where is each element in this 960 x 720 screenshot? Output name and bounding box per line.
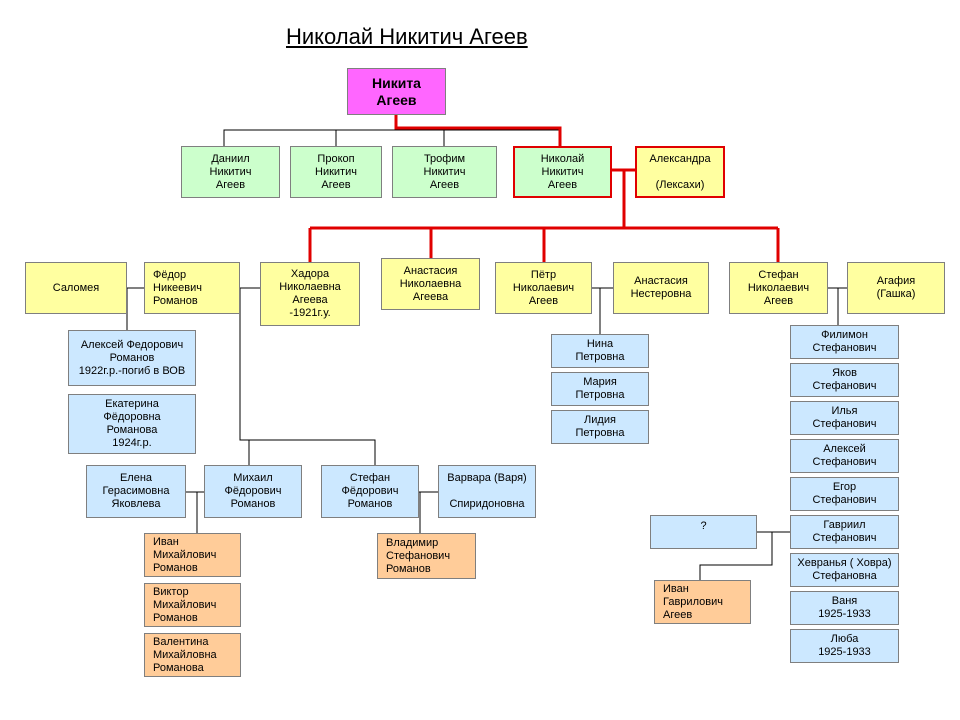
- person-anastasia-nesterovna: Анастасия Нестеровна: [613, 262, 709, 314]
- person-aleksei-fedorovich: Алексей Федорович Романов 1922г.р.-погиб…: [68, 330, 196, 386]
- person-lyuba: Люба 1925-1933: [790, 629, 899, 663]
- person-ilya: Илья Стефанович: [790, 401, 899, 435]
- person-anastasia-nikolaevna: Анастасия Николаевна Агеева: [381, 258, 480, 310]
- black-connectors: [126, 129, 847, 580]
- person-nikita-ageev: Никита Агеев: [347, 68, 446, 115]
- person-vladimir: Владимир Стефанович Романов: [377, 533, 476, 579]
- person-elena: Елена Герасимовна Яковлева: [86, 465, 186, 518]
- person-ivan-mikhailovich: Иван Михайлович Романов: [144, 533, 241, 577]
- person-mikhail: Михаил Фёдорович Романов: [204, 465, 302, 518]
- person-stefan-fedorovich: Стефан Фёдорович Романов: [321, 465, 419, 518]
- person-salomeya: Саломея: [25, 262, 127, 314]
- person-stefan-nikolaevich: Стефан Николаевич Агеев: [729, 262, 828, 314]
- person-aleksei-stefanovich: Алексей Стефанович: [790, 439, 899, 473]
- person-nikolai: Николай Никитич Агеев: [513, 146, 612, 198]
- person-aleksandra: Александра (Лексахи): [635, 146, 725, 198]
- person-filimon: Филимон Стефанович: [790, 325, 899, 359]
- person-petr: Пётр Николаевич Агеев: [495, 262, 592, 314]
- person-ivan-gavrilovich: Иван Гаврилович Агеев: [654, 580, 751, 624]
- person-ekaterina: Екатерина Фёдоровна Романова 1924г.р.: [68, 394, 196, 454]
- person-viktor: Виктор Михайлович Романов: [144, 583, 241, 627]
- person-hadora: Хадора Николаевна Агеева -1921г.у.: [260, 262, 360, 326]
- person-nina: Нина Петровна: [551, 334, 649, 368]
- person-fedor-romanov: Фёдор Никеевич Романов: [144, 262, 240, 314]
- person-agafiya: Агафия (Гашка): [847, 262, 945, 314]
- person-egor: Егор Стефанович: [790, 477, 899, 511]
- person-varvara: Варвара (Варя) Спиридоновна: [438, 465, 536, 518]
- chart-title: Николай Никитич Агеев: [286, 24, 528, 49]
- red-lineage: [308, 115, 780, 262]
- person-lidiya: Лидия Петровна: [551, 410, 649, 444]
- person-valentina: Валентина Михайловна Романова: [144, 633, 241, 677]
- person-daniil: Даниил Никитич Агеев: [181, 146, 280, 198]
- person-unknown-spouse: ?: [650, 515, 757, 549]
- person-yakov: Яков Стефанович: [790, 363, 899, 397]
- person-trofim: Трофим Никитич Агеев: [392, 146, 497, 198]
- person-prokop: Прокоп Никитич Агеев: [290, 146, 382, 198]
- person-mariya: Мария Петровна: [551, 372, 649, 406]
- person-khevranya: Хевранья ( Ховра) Стефановна: [790, 553, 899, 587]
- person-vanya: Ваня 1925-1933: [790, 591, 899, 625]
- person-gavriil: Гавриил Стефанович: [790, 515, 899, 549]
